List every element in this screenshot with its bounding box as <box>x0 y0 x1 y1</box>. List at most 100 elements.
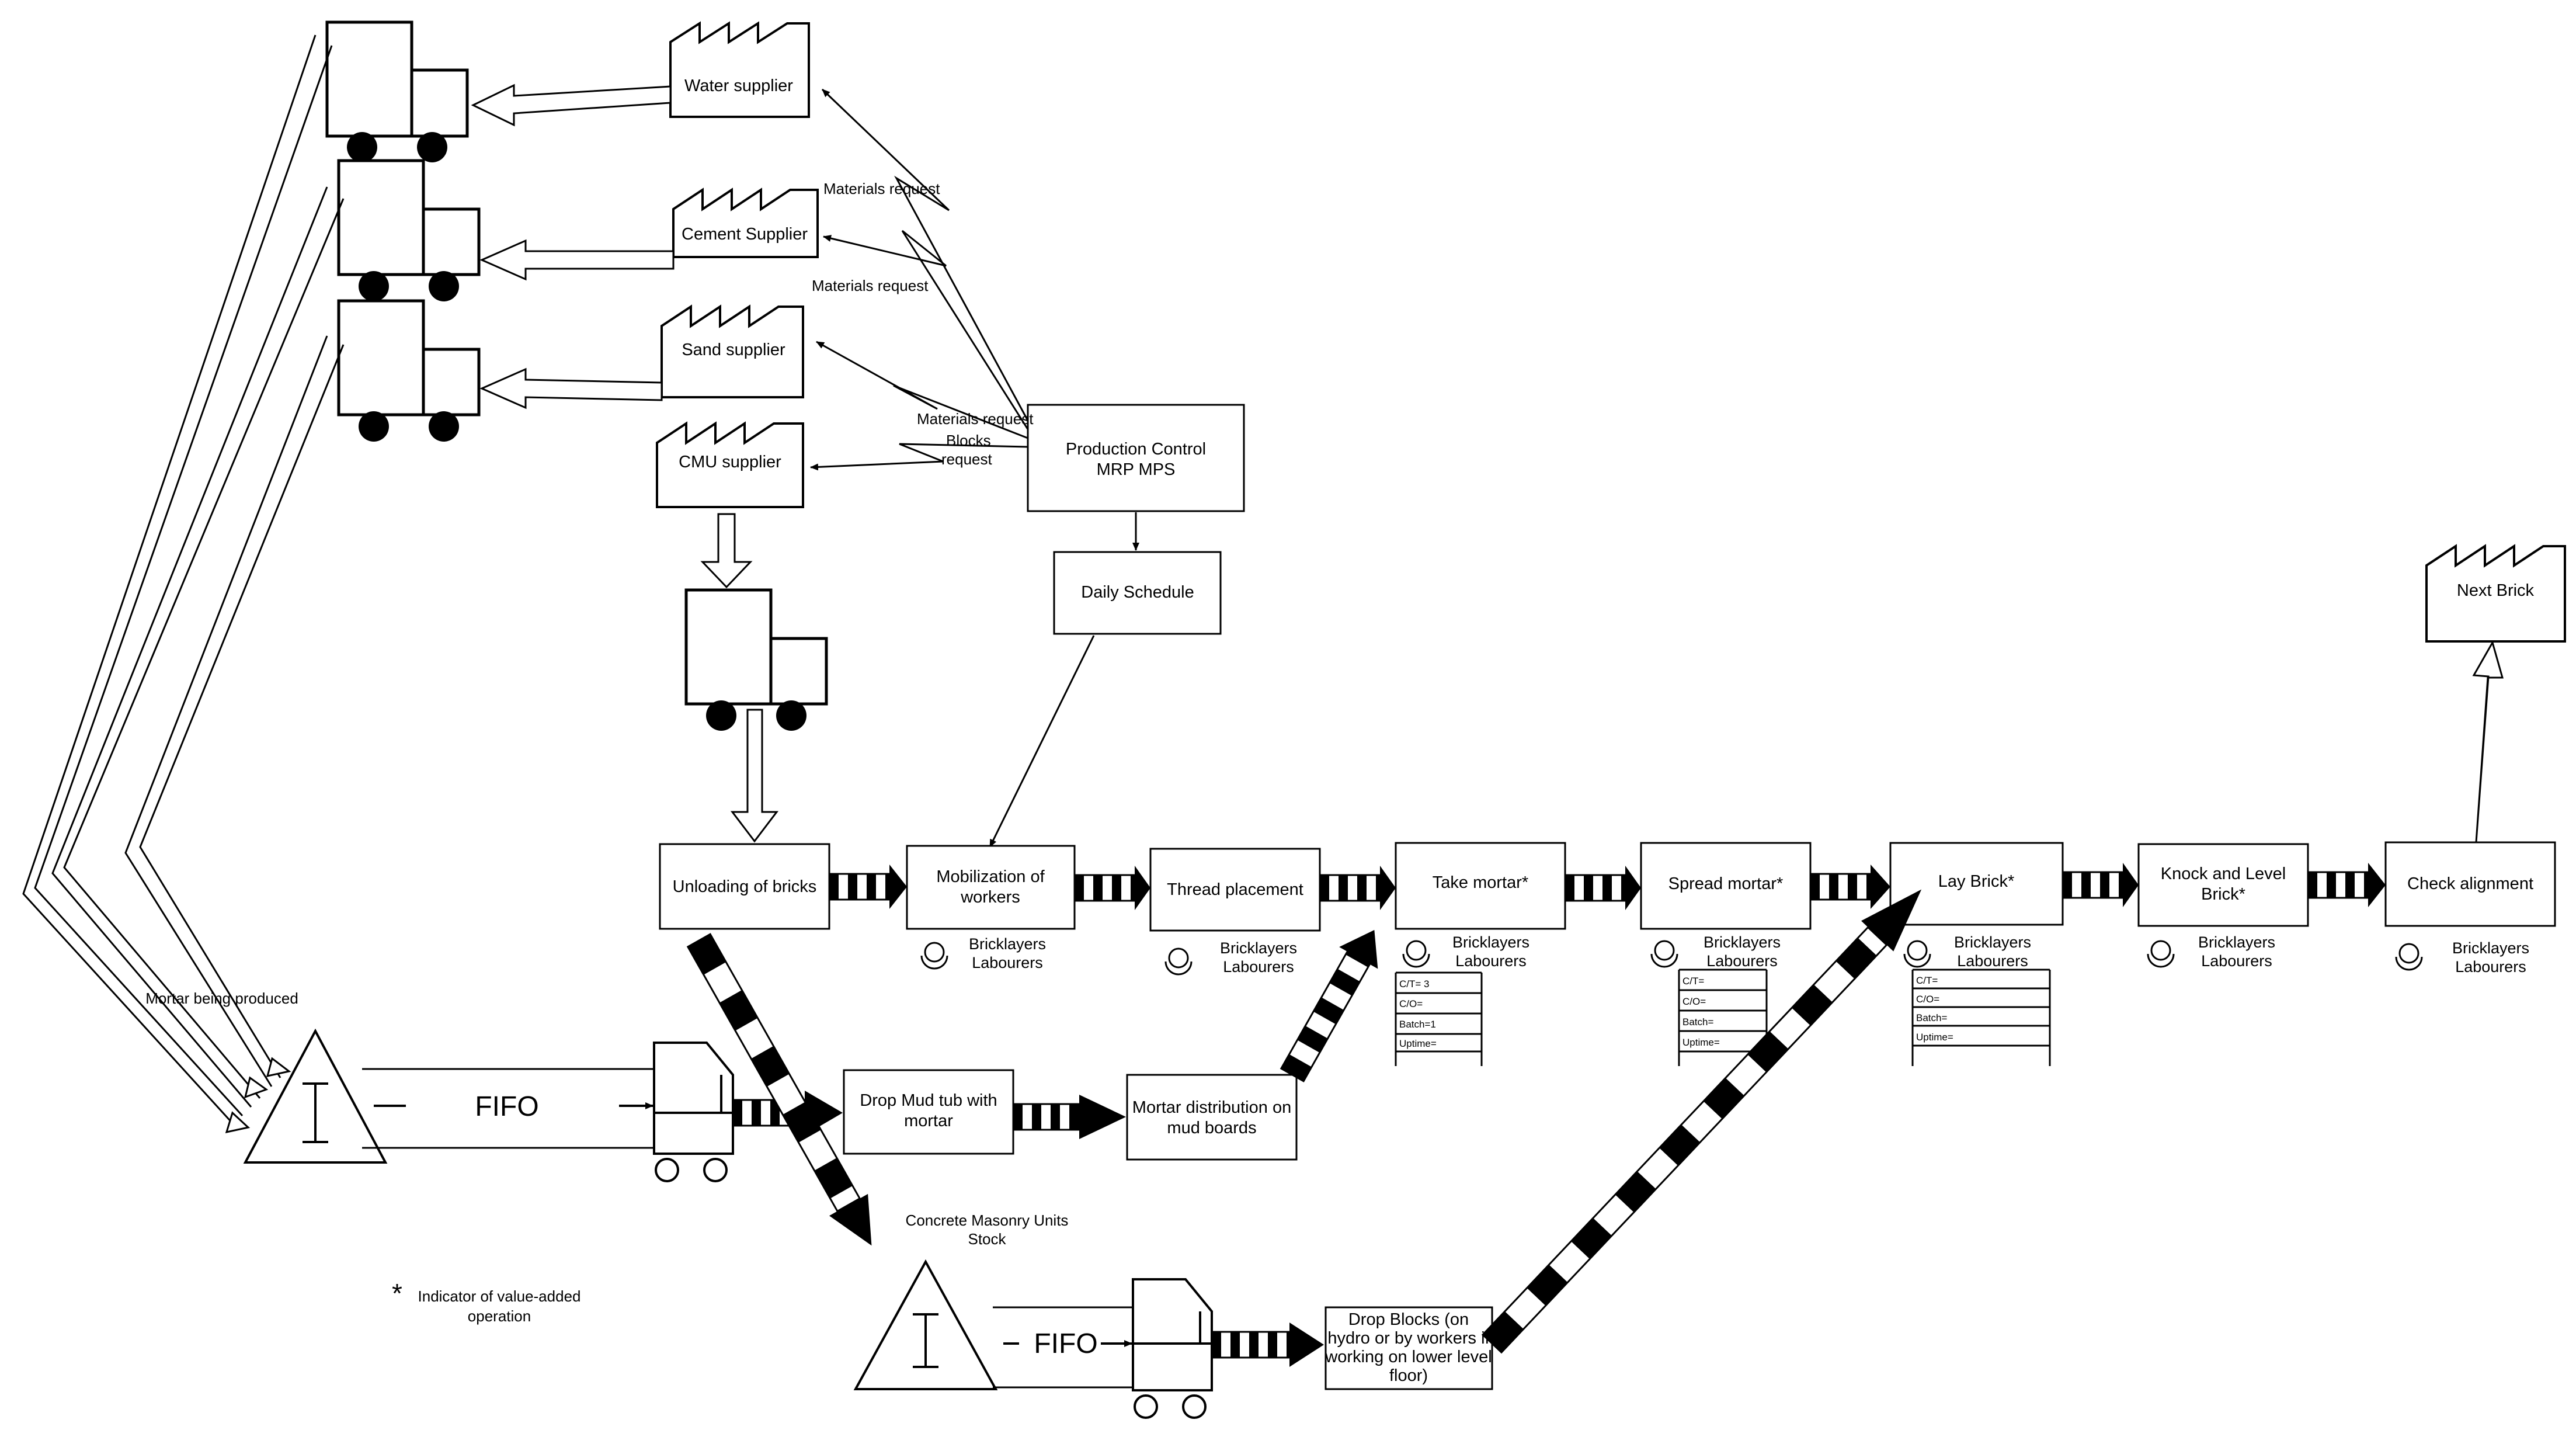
data-box-spread-mortar: C/T= C/O= Batch= Uptime= <box>1678 969 1768 1066</box>
data-box-uptime: Uptime= <box>1916 1032 1953 1043</box>
daily-schedule-box <box>1053 551 1222 635</box>
data-box-co: C/O= <box>1399 998 1423 1009</box>
legend-text-2: operation <box>468 1307 531 1325</box>
data-box-lay-brick: C/T= C/O= Batch= Uptime= <box>1911 969 2051 1066</box>
process-unloading: Unloading of bricks <box>659 843 830 930</box>
process-mobilization: Mobilization of workers <box>906 845 1076 930</box>
next-brick-label: Next Brick <box>2457 581 2535 600</box>
operator-label: Bricklayers <box>969 935 1046 953</box>
operator-label-2: Labourers <box>1957 952 2028 970</box>
process-drop-mud-tub: Drop Mud tub with mortar <box>843 1069 1014 1155</box>
data-box-uptime: Uptime= <box>1682 1037 1720 1048</box>
process-label-2: mud boards <box>1167 1119 1256 1137</box>
data-box-uptime: Uptime= <box>1399 1038 1437 1049</box>
shipment-arrows <box>471 84 2504 844</box>
process-label: Mortar distribution on <box>1132 1098 1291 1117</box>
process-label: Knock and Level <box>2161 865 2286 883</box>
process-label-2: hydro or by workers if <box>1327 1329 1490 1348</box>
operator-label: Bricklayers <box>1954 933 2031 951</box>
cmu-forklift-icon <box>1132 1278 1213 1419</box>
operator-label-2: Labourers <box>2201 952 2272 970</box>
process-label: Drop Blocks (on <box>1348 1310 1469 1329</box>
operator-label: Bricklayers <box>1704 933 1781 951</box>
next-brick-factory-icon: Next Brick <box>2425 544 2566 643</box>
data-box-co: C/O= <box>1682 996 1706 1007</box>
cement-request-label: Materials request <box>812 277 929 294</box>
fifo-label: FIFO <box>1034 1328 1097 1359</box>
daily-schedule-label: Daily Schedule <box>1081 583 1194 602</box>
mortar-inventory-triangle-icon <box>243 1028 388 1164</box>
truck-to-mortar-arrows <box>22 34 345 1134</box>
operator-label-2: Labourers <box>2455 958 2526 976</box>
cement-truck-icon <box>337 159 481 301</box>
operator-spread-mortar: Bricklayers Labourers <box>1650 933 1781 970</box>
electronic-info-arrows <box>810 88 1029 471</box>
schedule-to-mobilization-arrow <box>989 635 1095 848</box>
process-label: Spread mortar* <box>1668 874 1784 893</box>
operator-label-2: Labourers <box>1455 952 1527 970</box>
operator-thread: Bricklayers Labourers <box>1164 939 1297 976</box>
cement-supplier-label: Cement Supplier <box>682 225 808 244</box>
cmu-fifo-lane: FIFO <box>993 1306 1133 1389</box>
operator-knock-level: Bricklayers Labourers <box>2147 933 2275 970</box>
process-label-2: mortar <box>904 1112 953 1130</box>
water-truck-icon <box>325 20 469 162</box>
cmu-supplier-label: CMU supplier <box>679 453 781 471</box>
process-lay-brick: Lay Brick* <box>1889 842 2064 926</box>
cmu-stock-label: Concrete Masonry Units <box>906 1212 1069 1229</box>
data-box-batch: Batch= <box>1916 1012 1947 1023</box>
cmu-truck-icon <box>684 588 828 731</box>
process-label: Drop Mud tub with <box>860 1091 997 1110</box>
process-label: Check alignment <box>2407 874 2533 893</box>
data-box-co: C/O= <box>1916 994 1939 1005</box>
cmu-stock-label-2: Stock <box>968 1230 1006 1248</box>
operator-lay-brick: Bricklayers Labourers <box>1903 933 2031 970</box>
data-box-ct: C/T= 3 <box>1399 978 1430 990</box>
operator-label: Bricklayers <box>1452 933 1529 951</box>
cmu-supplier-factory-icon: CMU supplier <box>656 421 804 508</box>
push-arrows <box>686 863 2386 1367</box>
cmu-request-label: Blocks <box>946 432 991 449</box>
process-drop-blocks: Drop Blocks (on hydro or by workers if w… <box>1324 1306 1493 1390</box>
production-control-sublabel: MRP MPS <box>1097 460 1176 479</box>
water-request-label: Materials request <box>823 180 940 197</box>
cmu-request-label-2: request <box>941 450 992 468</box>
mortar-produced-label: Mortar being produced <box>145 990 298 1007</box>
process-label: Mobilization of <box>936 867 1045 886</box>
process-label-3: working on lower level <box>1324 1348 1492 1366</box>
process-label: Take mortar* <box>1433 873 1528 892</box>
sand-supplier-factory-icon: Sand supplier <box>660 304 804 398</box>
process-check-alignment: Check alignment <box>2384 841 2556 927</box>
operator-label: Bricklayers <box>2198 933 2275 951</box>
sand-supplier-label: Sand supplier <box>682 341 785 359</box>
sand-truck-icon <box>337 299 481 442</box>
data-box-batch: Batch=1 <box>1399 1019 1436 1030</box>
process-take-mortar: Take mortar* <box>1395 842 1566 930</box>
process-label: Lay Brick* <box>1938 872 2015 891</box>
process-thread-placement: Thread placement <box>1149 848 1321 932</box>
process-knock-level: Knock and Level Brick* <box>2137 843 2309 927</box>
production-control-box <box>1027 404 1245 512</box>
legend-star: * <box>392 1278 402 1308</box>
process-label-2: Brick* <box>2201 885 2245 904</box>
process-label-4: floor) <box>1389 1366 1428 1385</box>
process-mortar-distribution: Mortar distribution on mud boards <box>1126 1074 1298 1161</box>
data-box-take-mortar: C/T= 3 C/O= Batch=1 Uptime= <box>1395 971 1483 1066</box>
process-label: Unloading of bricks <box>673 877 817 896</box>
fifo-label: FIFO <box>475 1091 538 1122</box>
water-supplier-factory-icon: Water supplier <box>669 21 810 118</box>
process-label-2: workers <box>960 888 1020 907</box>
operator-label: Bricklayers <box>1220 939 1297 957</box>
water-supplier-label: Water supplier <box>684 77 793 95</box>
operator-label-2: Labourers <box>1223 958 1294 976</box>
operator-take-mortar: Bricklayers Labourers <box>1402 933 1529 970</box>
process-spread-mortar: Spread mortar* <box>1640 842 1812 930</box>
operator-label-2: Labourers <box>972 954 1043 971</box>
data-box-ct: C/T= <box>1916 975 1938 986</box>
data-box-batch: Batch= <box>1682 1016 1713 1028</box>
cement-supplier-factory-icon: Cement Supplier <box>672 188 819 258</box>
mortar-forklift-icon <box>653 1042 734 1182</box>
mortar-fifo-lane: FIFO <box>362 1068 654 1149</box>
operator-label-2: Labourers <box>1706 952 1778 970</box>
